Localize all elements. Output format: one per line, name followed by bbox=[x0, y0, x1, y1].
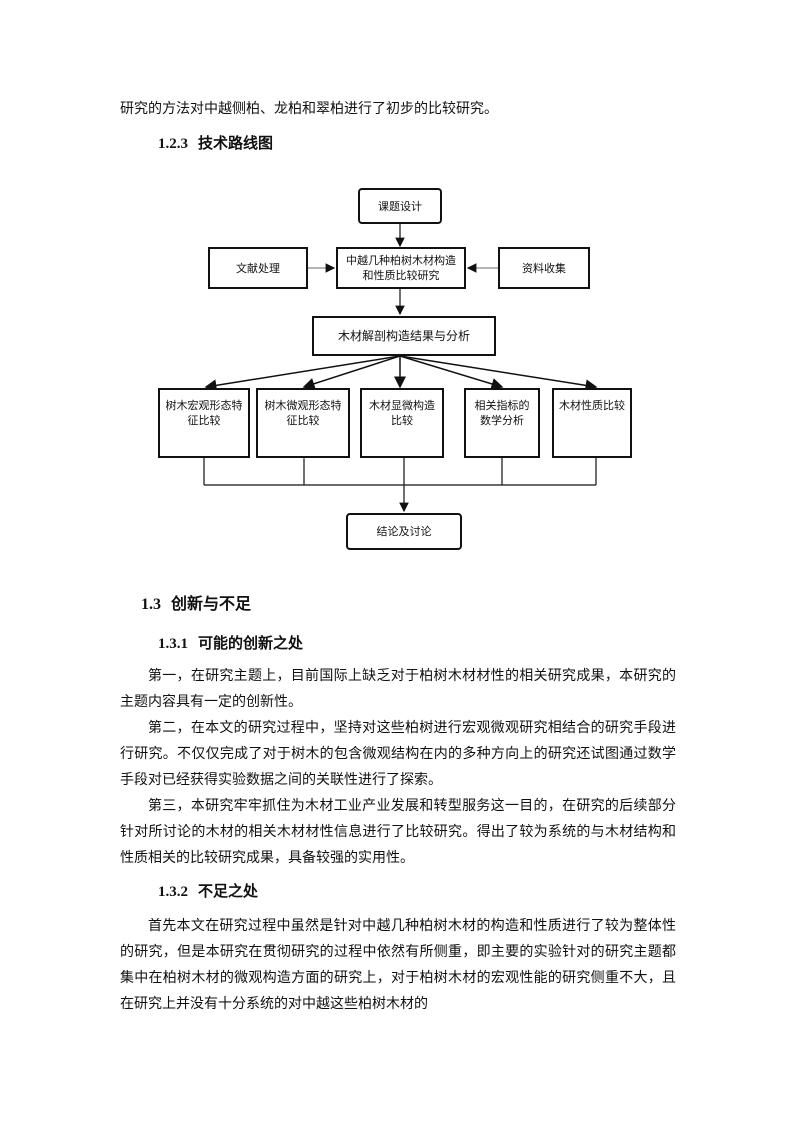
box-branch-micro-morphology: 树木微观形态特征比较 bbox=[256, 388, 350, 458]
section-title: 创新与不足 bbox=[171, 594, 252, 613]
section-number: 1.2.3 bbox=[158, 136, 188, 152]
box-topic-design: 课题设计 bbox=[358, 188, 442, 224]
section-title: 可能的创新之处 bbox=[198, 634, 304, 652]
box-branch-math-analysis: 相关指标的数学分析 bbox=[464, 388, 540, 458]
box-anatomy-results: 木材解剖构造结果与分析 bbox=[312, 316, 496, 356]
intro-line: 研究的方法对中越侧柏、龙柏和翠柏进行了初步的比较研究。 bbox=[120, 101, 498, 117]
innovation-paragraph-1: 第一，在研究主题上，目前国际上缺乏对于柏树木材材性的相关研究成果，本研究的主题内… bbox=[120, 668, 676, 710]
section-heading-1-3-1: 1.3.1 可能的创新之处 bbox=[158, 632, 303, 653]
arrow-to-branch-4 bbox=[399, 355, 504, 390]
section-heading-1-3: 1.3 创新与不足 bbox=[141, 590, 251, 614]
box-conclusion: 结论及讨论 bbox=[346, 513, 462, 550]
arrow-to-branch-2 bbox=[302, 355, 401, 390]
section-number: 1.3.2 bbox=[158, 884, 188, 900]
section-heading-1-2-3: 1.2.3 技术路线图 bbox=[158, 132, 273, 153]
deficiency-paragraph: 首先本文在研究过程中虽然是针对中越几种柏树木材的构造和性质进行了较为整体性的研究… bbox=[120, 918, 676, 1012]
arrow-to-branch-5 bbox=[399, 355, 598, 392]
section-title: 技术路线图 bbox=[198, 134, 274, 152]
box-branch-wood-properties: 木材性质比较 bbox=[552, 388, 632, 458]
innovation-paragraph-3: 第三，本研究牢牢抓住为木材工业产业发展和转型服务这一目的，在研究的后续部分针对所… bbox=[120, 798, 676, 866]
box-main-study: 中越几种柏树木材构造和性质比较研究 bbox=[336, 247, 466, 289]
section-heading-1-3-2: 1.3.2 不足之处 bbox=[158, 880, 258, 901]
box-literature: 文献处理 bbox=[208, 247, 308, 289]
section-number: 1.3 bbox=[141, 596, 161, 613]
box-branch-microstructure: 木材显微构造比较 bbox=[360, 388, 444, 458]
box-branch-macro-morphology: 树木宏观形态特征比较 bbox=[158, 388, 250, 458]
box-data-collection: 资料收集 bbox=[498, 247, 590, 289]
arrow-to-branch-1 bbox=[204, 355, 401, 392]
innovation-paragraph-2: 第二，在本文的研究过程中，坚持对这些柏树进行宏观微观研究相结合的研究手段进行研究… bbox=[120, 720, 676, 788]
section-number: 1.3.1 bbox=[158, 636, 188, 652]
section-title: 不足之处 bbox=[198, 882, 259, 900]
